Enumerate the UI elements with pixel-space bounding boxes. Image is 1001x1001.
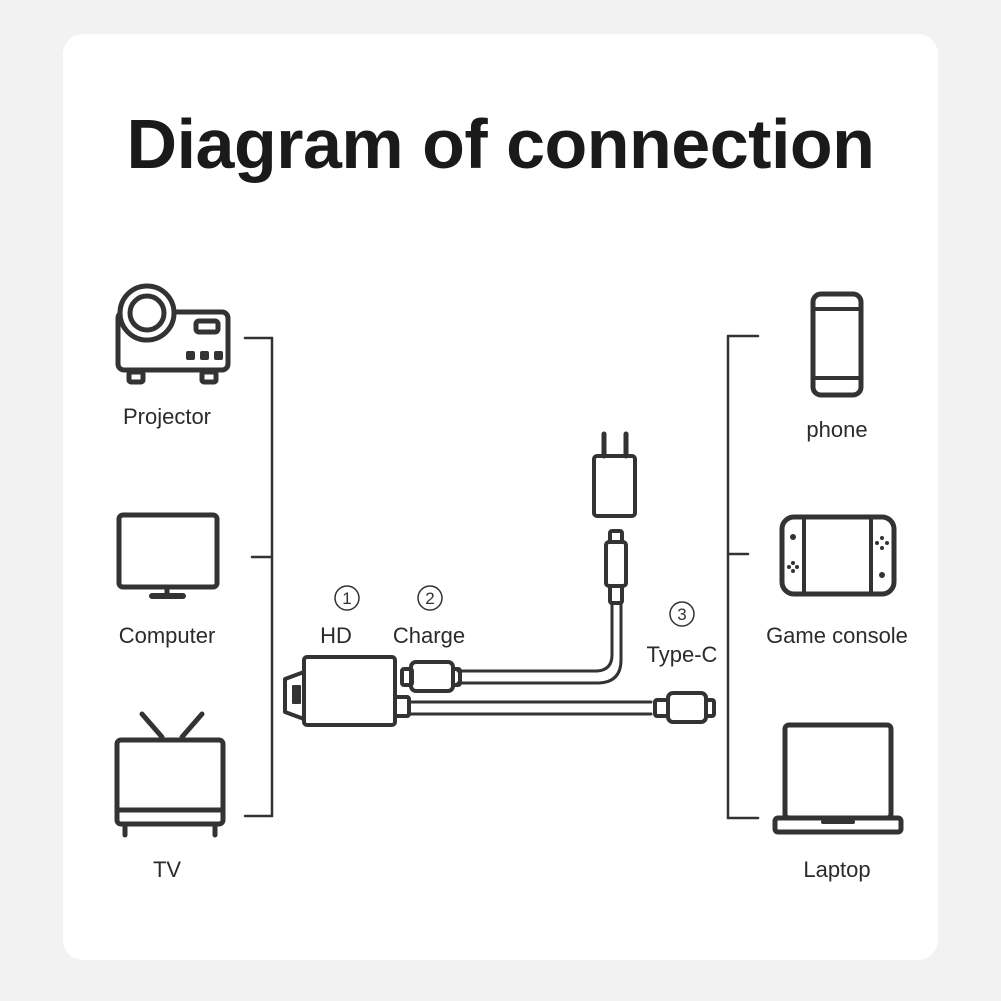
port-number-badges — [334, 585, 695, 627]
port-3-number: 3 — [677, 605, 686, 624]
computer-label: Computer — [118, 623, 216, 648]
tv-label: TV — [152, 857, 182, 882]
projector-icon — [115, 283, 231, 385]
port-3-label: Type-C — [646, 642, 718, 667]
right-bracket — [726, 334, 760, 820]
port-1-circle — [334, 585, 360, 611]
port-1-number: 1 — [342, 589, 351, 608]
type-c-connector — [653, 691, 716, 724]
monitor-icon — [116, 512, 220, 599]
laptop-icon — [772, 722, 904, 835]
phone-label: phone — [806, 417, 868, 442]
type-c-cable — [408, 700, 653, 716]
port-1-label: HD — [320, 623, 352, 648]
usb-plug — [604, 529, 628, 605]
port-2-label: Charge — [392, 623, 466, 648]
hd-plug — [283, 655, 411, 727]
game-console-label: Game console — [766, 623, 908, 648]
charge-connector — [400, 660, 462, 693]
tv-icon — [114, 711, 226, 838]
diagram-card — [63, 34, 938, 960]
game-console-icon — [779, 514, 897, 597]
diagram-title: Diagram of connection — [126, 105, 875, 183]
phone-icon — [810, 291, 864, 398]
projector-label: Projector — [122, 404, 212, 429]
wall-charger-icon — [592, 431, 637, 518]
left-bracket — [243, 336, 274, 818]
port-2-circle — [417, 585, 443, 611]
laptop-label: Laptop — [803, 857, 871, 882]
port-3-circle — [669, 601, 695, 627]
charge-cable — [456, 601, 623, 685]
port-2-number: 2 — [425, 589, 434, 608]
